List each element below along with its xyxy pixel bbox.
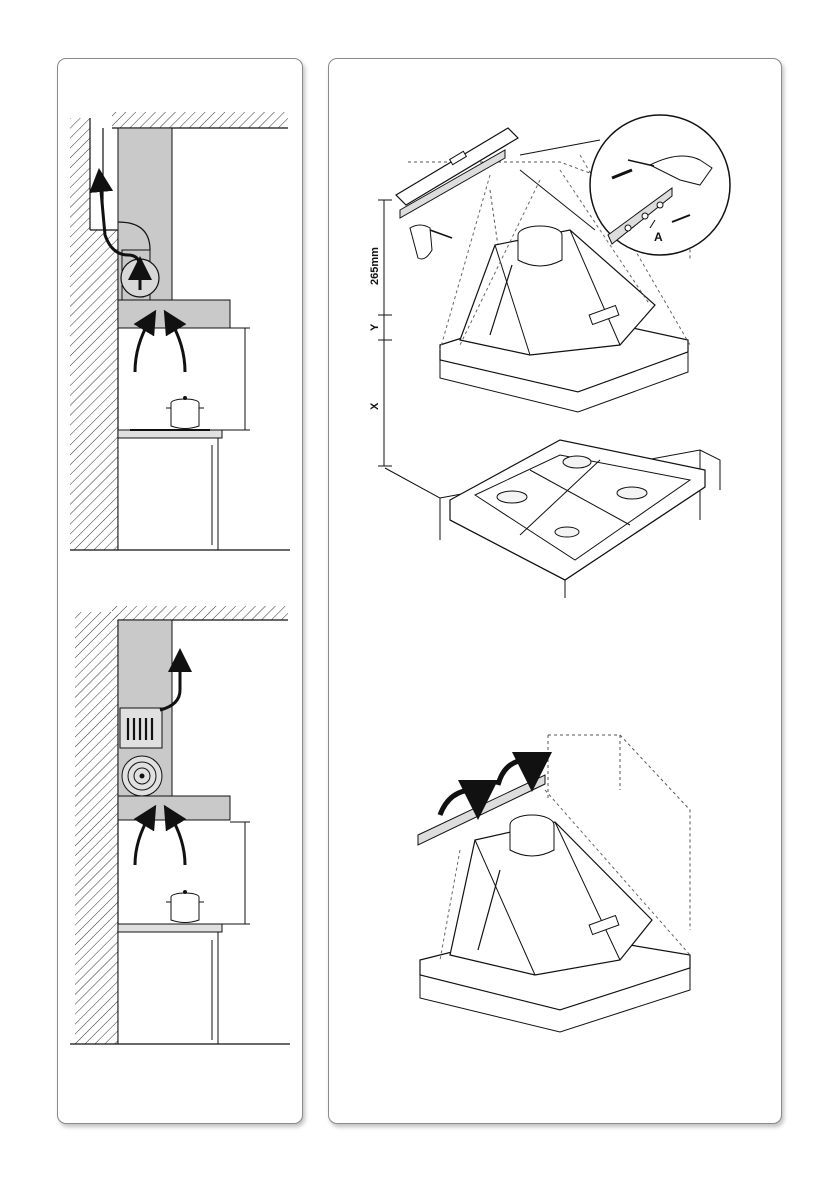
duct-collar bbox=[510, 825, 554, 856]
rotate-arrow-right bbox=[498, 760, 532, 785]
dimension-265-label: 265mm bbox=[369, 247, 381, 285]
ceiling bbox=[112, 606, 288, 620]
hood-canopy bbox=[118, 300, 230, 328]
ducted-extraction-diagram bbox=[70, 112, 290, 550]
burner bbox=[563, 456, 591, 468]
cooker bbox=[118, 430, 222, 550]
cooker bbox=[118, 924, 222, 1044]
dimension-x-label: X bbox=[369, 402, 381, 410]
wall bbox=[75, 612, 95, 1044]
installation-diagram: 265mm Y X bbox=[369, 115, 730, 598]
recirculation-diagram bbox=[70, 606, 290, 1044]
fan-icon bbox=[122, 756, 162, 796]
burner bbox=[617, 487, 647, 499]
duct-collar bbox=[518, 235, 562, 266]
hood-body bbox=[420, 815, 690, 1032]
hand bbox=[410, 225, 432, 259]
wall-lower bbox=[90, 230, 118, 550]
wall bbox=[70, 118, 90, 550]
spirit-level bbox=[396, 128, 518, 205]
intake-arrow-right bbox=[170, 815, 185, 865]
pot bbox=[166, 396, 204, 429]
pencil bbox=[430, 230, 452, 238]
dimension-y-label: Y bbox=[369, 323, 381, 331]
pot bbox=[166, 890, 204, 923]
ceiling bbox=[112, 112, 288, 128]
burner bbox=[555, 527, 579, 537]
intake-arrow-left bbox=[135, 815, 150, 865]
burner bbox=[497, 491, 527, 503]
gas-hob bbox=[450, 440, 705, 598]
hood-hanging-diagram bbox=[418, 735, 690, 1032]
part-a-label: A bbox=[654, 230, 663, 244]
hood-canopy bbox=[118, 796, 230, 820]
